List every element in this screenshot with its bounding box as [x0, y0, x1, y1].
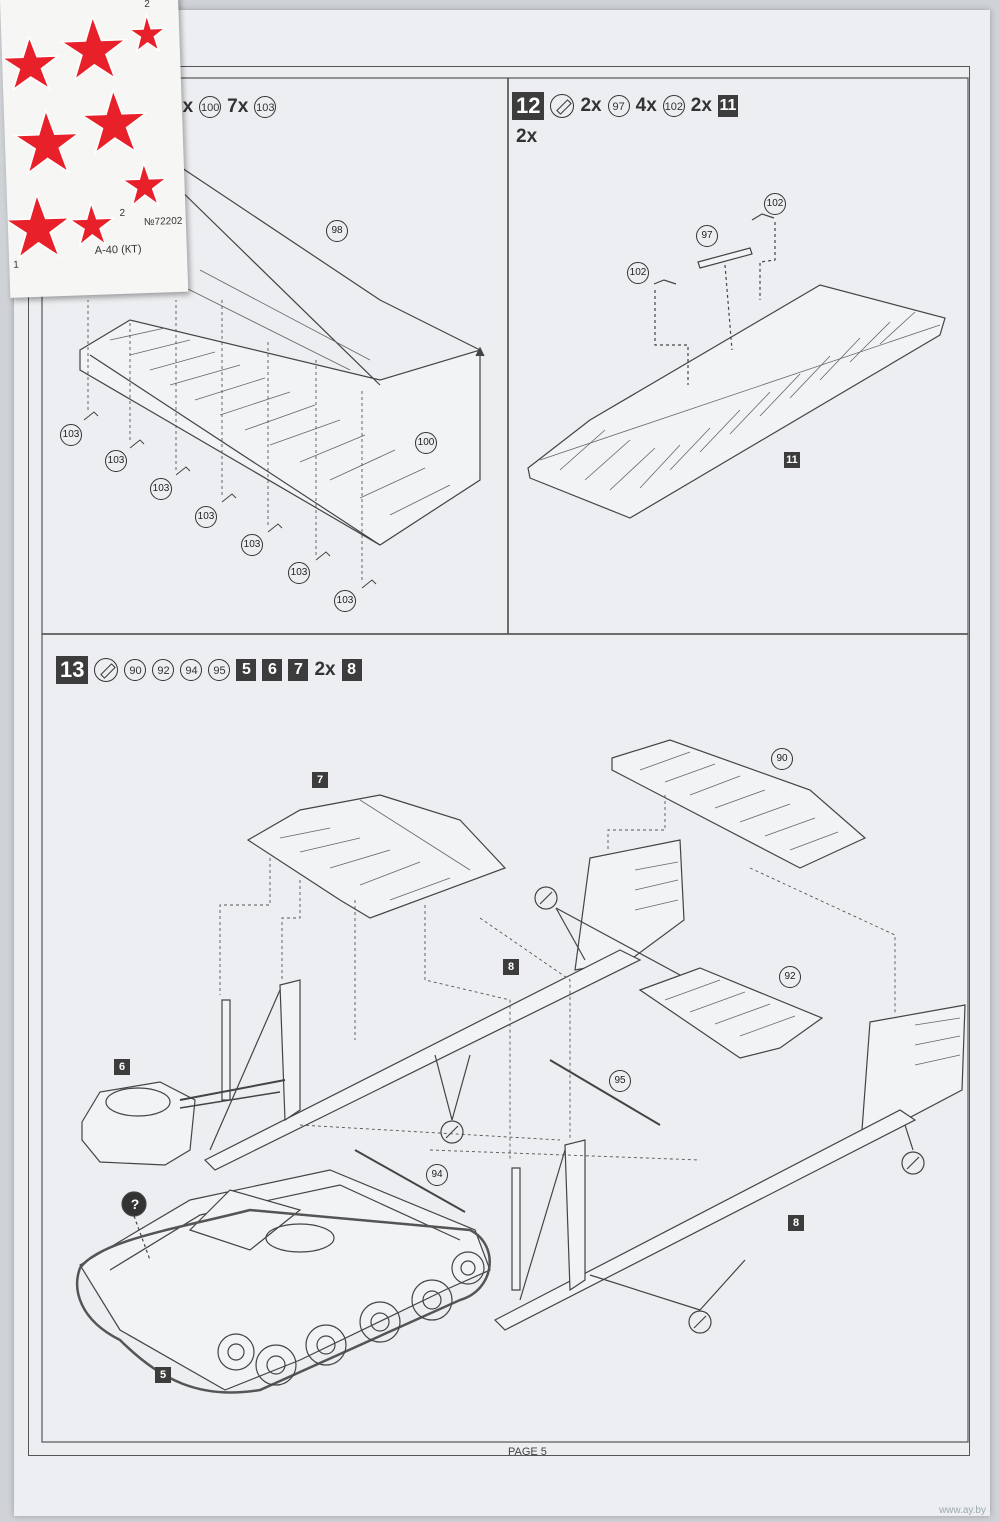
label-part-103: 103 — [60, 424, 82, 446]
star-icon — [67, 200, 116, 248]
step12-qty-a: 2x — [580, 95, 602, 116]
page-number: PAGE 5 — [508, 1446, 547, 1458]
glue-markers — [434, 886, 925, 1334]
step13-header: 13 90 92 94 95 5 6 7 2x 8 — [56, 656, 362, 684]
label-part-103: 103 — [150, 478, 172, 500]
decal-index-2b: 2 — [119, 207, 126, 219]
star-icon — [59, 14, 128, 82]
step13-box-8: 8 — [341, 659, 362, 681]
label-part-8: 8 — [503, 959, 519, 975]
star-icon — [3, 192, 72, 260]
label-part-11: 11 — [784, 452, 800, 468]
label-part-103: 103 — [334, 590, 356, 612]
step12-part-c: 11 — [717, 95, 738, 117]
decal-number: №72202 — [143, 215, 183, 229]
step11-header: 2x 100 7x 103 — [172, 96, 277, 118]
step12-part-b: 102 — [662, 95, 685, 117]
step12-number: 12 — [512, 92, 545, 120]
star-icon — [79, 87, 149, 155]
label-part-103: 103 — [105, 450, 127, 472]
glue-icon — [550, 94, 575, 118]
step13-part-92: 92 — [152, 659, 175, 681]
step13-number: 13 — [56, 656, 89, 684]
step13-part-90: 90 — [124, 659, 147, 681]
decal-sheet: 2 2 1 №72202 А-40 (КТ) — [0, 0, 189, 298]
step11-qty-b: 7x — [227, 96, 249, 117]
label-part-92: 92 — [779, 966, 801, 988]
question-mark-icon: ? — [130, 1196, 140, 1212]
label-part-90: 90 — [771, 748, 793, 770]
step13-qty: 2x — [314, 659, 336, 680]
label-part-5: 5 — [155, 1367, 171, 1383]
label-part-97: 97 — [696, 225, 718, 247]
glue-icon — [94, 658, 119, 682]
step12-qty-c: 2x — [690, 95, 712, 116]
star-icon — [126, 12, 168, 54]
step11-part-b: 103 — [254, 96, 277, 118]
step12-part-a: 97 — [607, 95, 630, 117]
step13-box-6: 6 — [262, 659, 283, 681]
step13-box-7: 7 — [288, 659, 309, 681]
step12-multiplier: 2x — [516, 126, 537, 148]
label-part-100: 100 — [415, 432, 437, 454]
step12-tailplane — [527, 213, 946, 519]
decal-title: А-40 (КТ) — [94, 243, 142, 257]
label-part-6: 6 — [114, 1059, 130, 1075]
step11-part-a: 100 — [199, 96, 222, 118]
label-part-7: 7 — [312, 772, 328, 788]
label-part-94: 94 — [426, 1164, 448, 1186]
star-decals — [0, 12, 169, 260]
star-icon — [0, 34, 61, 92]
watermark: www.ay.by — [938, 1505, 986, 1516]
step12-qty-b: 4x — [635, 95, 657, 116]
label-part-95: 95 — [609, 1070, 631, 1092]
step12-header: 12 2x 97 4x 102 2x 11 — [512, 92, 738, 120]
star-icon — [12, 108, 82, 176]
decal-index-2: 2 — [144, 0, 150, 10]
label-part-103: 103 — [241, 534, 263, 556]
decal-index-1: 1 — [13, 259, 20, 271]
step13-part-95: 95 — [208, 659, 231, 681]
step13-box-5: 5 — [236, 659, 257, 681]
step13-part-94: 94 — [180, 659, 203, 681]
label-part-103: 103 — [288, 562, 310, 584]
panel-bottom — [41, 633, 969, 1443]
label-part-102: 102 — [764, 193, 786, 215]
step11-wing — [79, 159, 485, 589]
label-part-8: 8 — [788, 1215, 804, 1231]
step12-multiplier-text: 2x — [516, 126, 538, 147]
label-part-102: 102 — [627, 262, 649, 284]
label-part-98: 98 — [326, 220, 348, 242]
star-icon — [119, 160, 169, 208]
step13-assembly — [75, 739, 966, 1394]
label-part-103: 103 — [195, 506, 217, 528]
page-frame — [28, 66, 970, 1456]
